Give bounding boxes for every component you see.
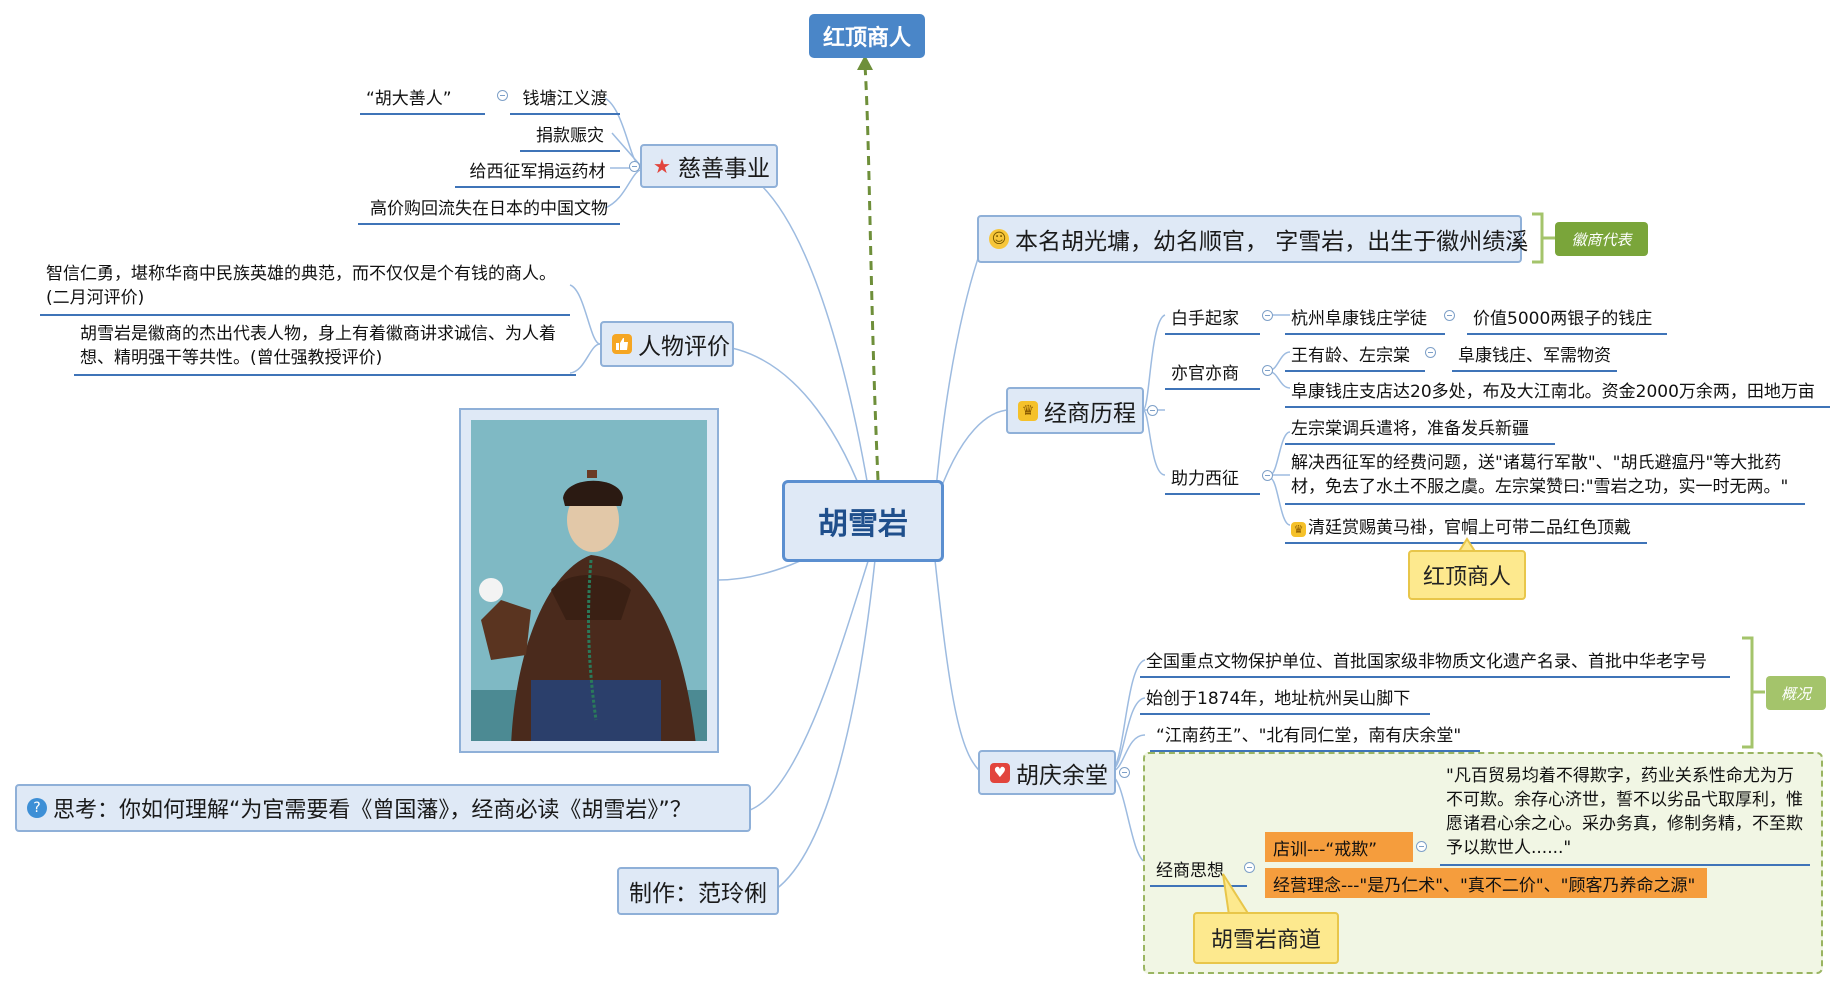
charity-item-medicine: 给西征军捐运药材 bbox=[455, 157, 620, 188]
career-item-branches: 阜康钱庄支店达20多处，布及大江南北。资金2000万余两，田地万亩 bbox=[1285, 377, 1830, 408]
topic-maker[interactable]: 制作：范玲俐 bbox=[617, 867, 779, 915]
collapse-toggle[interactable] bbox=[1119, 767, 1130, 778]
collapse-toggle[interactable] bbox=[1147, 405, 1158, 416]
red-top-merchant-bubble[interactable]: 红顶商人 bbox=[809, 14, 925, 58]
collapse-toggle[interactable] bbox=[1262, 365, 1273, 376]
callout-business-way[interactable]: 胡雪岩商道 bbox=[1193, 912, 1339, 964]
topic-charity[interactable]: ★ 慈善事业 bbox=[640, 144, 778, 188]
portrait-image bbox=[471, 420, 707, 741]
topic-pharmacy[interactable]: ♥ 胡庆余堂 bbox=[978, 750, 1116, 795]
tag-overview: 概况 bbox=[1766, 676, 1826, 710]
charity-item-ferry: 钱塘江义渡 bbox=[510, 84, 620, 115]
philosophy-label: 经商思想 bbox=[1150, 856, 1247, 887]
philosophy-motto-text: "凡百贸易均着不得欺字，药业关系性命尤为万不可欺。余存心济世，誓不以劣品弋取厚利… bbox=[1440, 764, 1810, 866]
portrait-frame bbox=[459, 408, 719, 753]
career-group-start: 白手起家 bbox=[1165, 304, 1260, 335]
collapse-toggle[interactable] bbox=[497, 90, 508, 101]
charity-item-disaster: 捐款赈灾 bbox=[520, 121, 620, 152]
career-group-west: 助力西征 bbox=[1165, 464, 1260, 495]
topic-intro[interactable]: ☺ 本名胡光墉，幼名顺官， 字雪岩，出生于徽州绩溪 bbox=[977, 215, 1528, 263]
pharmacy-item-founded: 始创于1874年，地址杭州吴山脚下 bbox=[1140, 684, 1430, 715]
career-item-bank-military: 阜康钱庄、军需物资 bbox=[1452, 341, 1617, 372]
star-icon: ★ bbox=[653, 154, 671, 178]
smiley-icon: ☺ bbox=[989, 229, 1009, 249]
career-item-funding: 解决西征军的经费问题，送"诸葛行军散"、"胡氏避瘟丹"等大批药材，免去了水土不服… bbox=[1285, 451, 1805, 505]
collapse-toggle[interactable] bbox=[1416, 841, 1427, 852]
topic-evaluation[interactable]: 人物评价 bbox=[600, 321, 734, 367]
charity-item-relics: 高价购回流失在日本的中国文物 bbox=[358, 194, 620, 225]
topic-intro-label: 本名胡光墉，幼名顺官， 字雪岩，出生于徽州绩溪 bbox=[1015, 229, 1529, 255]
philosophy-motto: 店训---“戒欺” bbox=[1265, 832, 1413, 862]
trophy-icon: ♛ bbox=[1018, 400, 1038, 421]
topic-career-label: 经商历程 bbox=[1044, 400, 1136, 427]
topic-maker-label: 制作：范玲俐 bbox=[629, 881, 767, 907]
career-item-worth: 价值5000两银子的钱庄 bbox=[1467, 304, 1667, 335]
career-item-apprentice: 杭州阜康钱庄学徒 bbox=[1285, 304, 1445, 335]
question-icon: ? bbox=[27, 798, 47, 818]
topic-evaluation-label: 人物评价 bbox=[638, 334, 730, 360]
career-group-official: 亦官亦商 bbox=[1165, 359, 1260, 390]
pharmacy-item-heritage: 全国重点文物保护单位、首批国家级非物质文化遗产名录、首批中华老字号 bbox=[1140, 647, 1730, 678]
pharmacy-item-nickname: “江南药王”、"北有同仁堂，南有庆余堂" bbox=[1150, 721, 1480, 752]
evaluation-erye: 智信仁勇，堪称华商中民族英雄的典范，而不仅仅是个有钱的商人。(二月河评价) bbox=[40, 262, 570, 316]
topic-career[interactable]: ♛ 经商历程 bbox=[1006, 387, 1144, 434]
callout-red-top-merchant[interactable]: 红顶商人 bbox=[1408, 550, 1526, 600]
topic-pharmacy-label: 胡庆余堂 bbox=[1016, 762, 1108, 789]
tag-huishang: 徽商代表 bbox=[1555, 222, 1648, 256]
collapse-toggle[interactable] bbox=[1262, 470, 1273, 481]
charity-item-nickname: “胡大善人” bbox=[360, 84, 485, 115]
philosophy-concept: 经营理念---"是乃仁术"、"真不二价"、"顾客乃养命之源" bbox=[1265, 868, 1707, 898]
collapse-toggle[interactable] bbox=[1244, 862, 1255, 873]
collapse-toggle[interactable] bbox=[1425, 347, 1436, 358]
topic-thinking[interactable]: ? 思考：你如何理解“为官需要看《曾国藩》，经商必读《胡雪岩》”？ bbox=[15, 784, 751, 832]
collapse-toggle[interactable] bbox=[1262, 310, 1273, 321]
evaluation-zeng: 胡雪岩是徽商的杰出代表人物，身上有着徽商讲求诚信、为人着想、精明强干等共性。(曾… bbox=[74, 322, 576, 376]
trophy-icon: ♛ bbox=[1291, 522, 1306, 537]
thumbs-up-icon bbox=[612, 334, 632, 354]
callout-pointer bbox=[1222, 873, 1251, 916]
career-item-patrons: 王有龄、左宗棠 bbox=[1285, 341, 1425, 372]
callout-pointer bbox=[1456, 537, 1478, 553]
career-item-reward-label: 清廷赏赐黄马褂，官帽上可带二品红色顶戴 bbox=[1308, 518, 1631, 538]
career-item-zuo: 左宗棠调兵遣将，准备发兵新疆 bbox=[1285, 414, 1555, 445]
topic-thinking-label: 思考：你如何理解“为官需要看《曾国藩》，经商必读《胡雪岩》”？ bbox=[53, 798, 692, 823]
collapse-toggle[interactable] bbox=[1444, 310, 1455, 321]
topic-charity-label: 慈善事业 bbox=[678, 156, 770, 182]
heart-icon: ♥ bbox=[990, 762, 1010, 783]
collapse-toggle[interactable] bbox=[629, 161, 640, 172]
central-topic[interactable]: 胡雪岩 bbox=[782, 480, 944, 562]
